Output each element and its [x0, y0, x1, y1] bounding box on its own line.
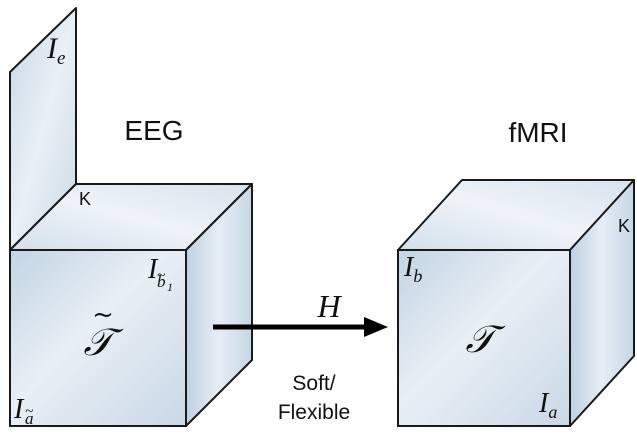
svg-text:~: ~: [157, 268, 165, 284]
fmri-tensor-cube: [397, 179, 635, 427]
fmri-cube-front-face: [397, 249, 571, 427]
arrow-caption-line2: Flexible: [278, 401, 350, 424]
eeg-tensor-cube: [9, 183, 253, 427]
svg-text:1: 1: [167, 280, 173, 294]
fmri-mode-k-label: K: [618, 216, 630, 236]
eeg-label-ia-tilde: I a ~: [13, 394, 34, 428]
svg-text:I: I: [147, 254, 159, 285]
fmri-title: fMRI: [508, 117, 567, 148]
svg-text:H: H: [316, 288, 342, 324]
eeg-cube-front-face: [9, 249, 187, 427]
eeg-title: EEG: [124, 115, 183, 146]
eeg-label-ib1: I b ~ 1: [147, 254, 173, 294]
svg-text:~: ~: [92, 300, 114, 330]
arrow-caption-line1: Soft/: [292, 372, 335, 395]
svg-text:I: I: [13, 394, 25, 425]
eeg-mode-k-label: K: [79, 189, 91, 209]
svg-text:~: ~: [25, 404, 33, 420]
svg-text:a: a: [25, 409, 34, 428]
arrow-symbol-h: H: [316, 288, 342, 324]
svg-text:b: b: [157, 272, 166, 291]
mapping-arrow: [213, 317, 388, 337]
